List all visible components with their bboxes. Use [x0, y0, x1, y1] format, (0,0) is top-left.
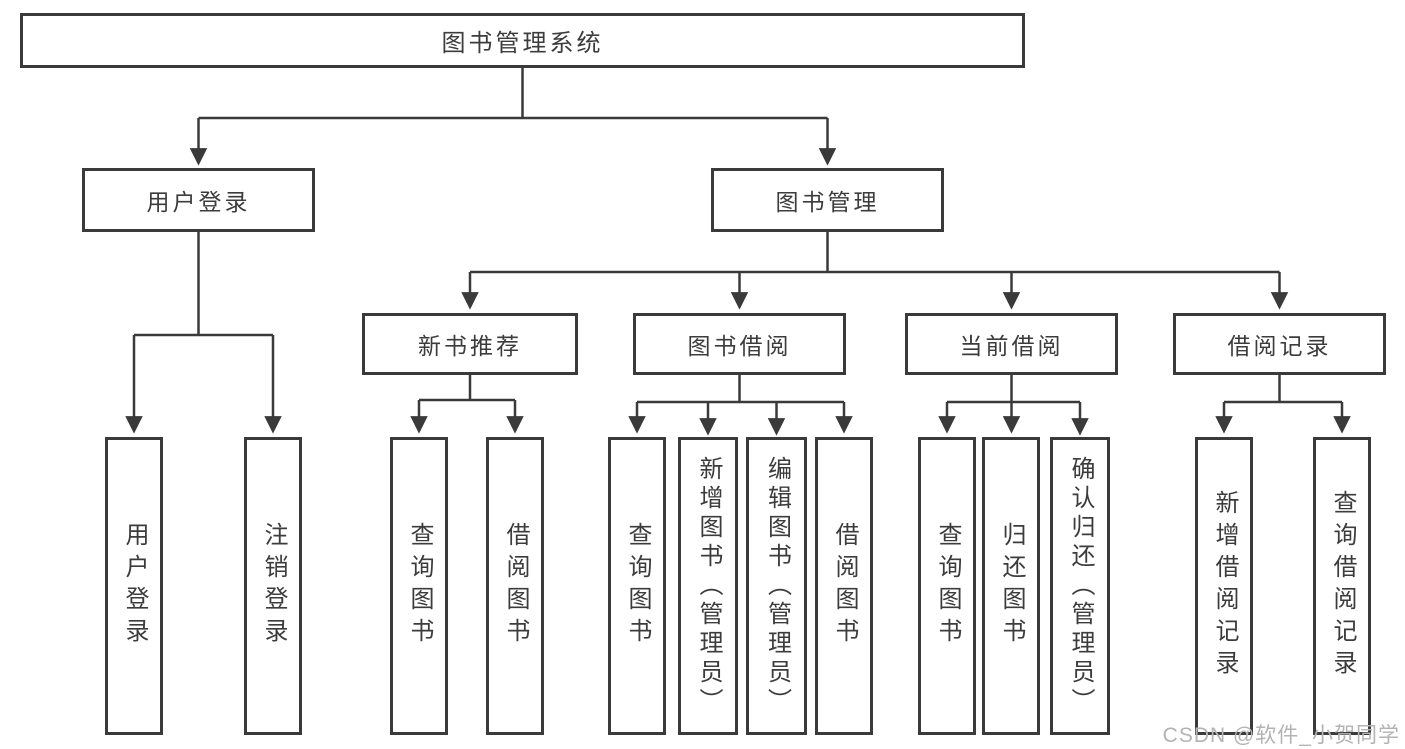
node-leaf-add-borrow-record: 新增借阅记录 [1195, 437, 1253, 735]
node-leaf-query-books-current-label: 查询图书 [934, 522, 961, 650]
node-leaf-user-login-label: 用户登录 [121, 522, 148, 650]
node-current-borrowing: 当前借阅 [905, 313, 1118, 375]
node-leaf-query-books-current: 查询图书 [918, 437, 976, 735]
node-leaf-logout-label: 注销登录 [260, 522, 287, 650]
node-book-management: 图书管理 [711, 168, 944, 232]
node-leaf-query-borrow-record-label: 查询借阅记录 [1329, 490, 1356, 682]
node-leaf-query-books-recommend-label: 查询图书 [406, 522, 433, 650]
node-leaf-logout: 注销登录 [244, 437, 302, 735]
csdn-watermark: CSDN @软件_小贺同学 [1162, 724, 1400, 747]
node-library-management-system: 图书管理系统 [20, 13, 1025, 68]
node-leaf-confirm-return-admin-label: 确认归还（管理员） [1067, 455, 1094, 717]
node-new-book-recommendation-label: 新书推荐 [418, 333, 522, 359]
node-leaf-query-books-borrow-label: 查询图书 [624, 522, 651, 650]
node-borrowing-records: 借阅记录 [1173, 313, 1386, 375]
node-leaf-return-books-label: 归还图书 [998, 522, 1025, 650]
node-book-borrowing-label: 图书借阅 [687, 333, 792, 359]
node-book-management-label: 图书管理 [775, 189, 880, 215]
node-leaf-borrow-books-recommend: 借阅图书 [486, 437, 544, 735]
node-leaf-borrow-books: 借阅图书 [815, 437, 873, 735]
node-new-book-recommendation: 新书推荐 [362, 313, 578, 375]
node-leaf-query-books-borrow: 查询图书 [608, 437, 666, 735]
node-leaf-add-books-admin: 新增图书（管理员） [678, 437, 738, 735]
node-leaf-add-books-admin-label: 新增图书（管理员） [695, 455, 722, 717]
node-leaf-add-borrow-record-label: 新增借阅记录 [1211, 490, 1238, 682]
node-leaf-user-login: 用户登录 [105, 437, 163, 735]
node-leaf-return-books: 归还图书 [982, 437, 1040, 735]
node-user-login: 用户登录 [82, 168, 315, 232]
node-leaf-edit-books-admin: 编辑图书（管理员） [746, 437, 807, 735]
node-leaf-edit-books-admin-label: 编辑图书（管理员） [763, 455, 791, 717]
node-leaf-confirm-return-admin: 确认归还（管理员） [1050, 437, 1110, 735]
node-user-login-label: 用户登录 [146, 189, 251, 215]
node-leaf-borrow-books-recommend-label: 借阅图书 [502, 522, 529, 650]
node-current-borrowing-label: 当前借阅 [959, 333, 1064, 359]
node-leaf-query-borrow-record: 查询借阅记录 [1313, 437, 1371, 735]
node-leaf-borrow-books-label: 借阅图书 [831, 522, 858, 650]
node-book-borrowing: 图书借阅 [633, 313, 846, 375]
node-leaf-query-books-recommend: 查询图书 [390, 437, 448, 735]
node-borrowing-records-label: 借阅记录 [1227, 333, 1332, 359]
node-library-management-system-label: 图书管理系统 [441, 30, 604, 57]
